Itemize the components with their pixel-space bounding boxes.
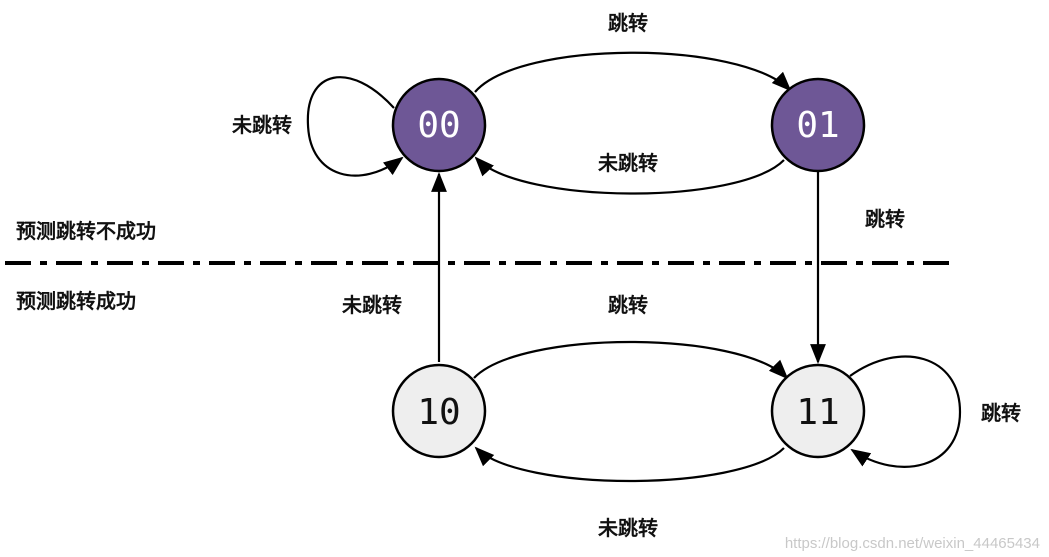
state-10: 10 [391,363,487,459]
state-00-label: 00 [417,105,460,146]
state-01-circle [770,77,866,173]
region-label-top: 预测跳转不成功 [16,219,156,243]
edge-s01-to-s00 [474,156,785,195]
edge-label-s01-to-s11: 跳转 [865,207,905,231]
edge-label-s00-to-s01: 跳转 [608,11,648,35]
state-10-label: 10 [417,392,460,433]
edge-s10-to-s11 [473,340,789,380]
edge-label-s10-to-s00: 未跳转 [342,293,402,317]
state-00: 00 [391,77,487,173]
state-11-label: 11 [796,392,839,433]
edge-s11-self [849,355,962,468]
state-00-circle [391,77,487,173]
region-label-bottom: 预测跳转成功 [16,289,136,313]
edge-label-s10-to-s11: 跳转 [608,293,648,317]
edge-s00-self [306,76,404,177]
edge-s00-to-s01 [474,51,792,93]
state-10-circle [391,363,487,459]
state-11-circle [770,363,866,459]
edge-label-s00-self: 未跳转 [232,113,292,137]
edge-label-s01-to-s00: 未跳转 [598,151,658,175]
edge-label-s11-to-s10: 未跳转 [598,516,658,540]
state-01-label: 01 [796,105,839,146]
edge-label-s11-self: 跳转 [981,401,1021,425]
state-11: 11 [770,363,866,459]
state-01: 01 [770,77,866,173]
watermark: https://blog.csdn.net/weixin_44465434 [785,535,1040,552]
edge-s11-to-s10 [474,446,785,483]
